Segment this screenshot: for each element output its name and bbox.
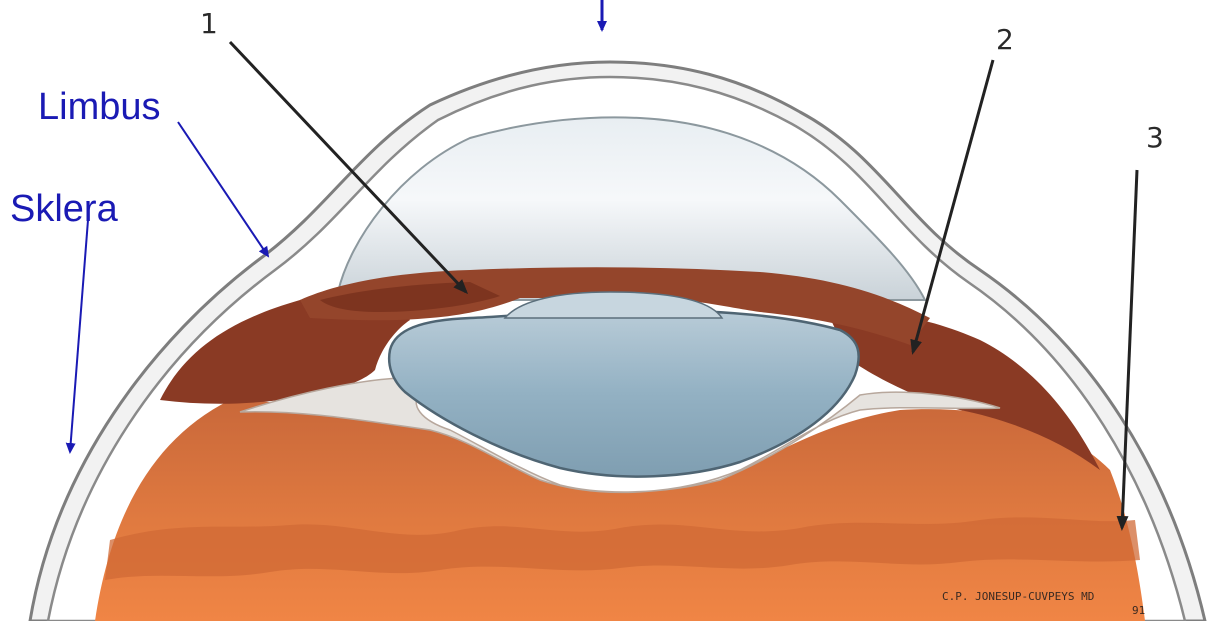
arrow-limbus [178,122,268,256]
label-number-1: 1 [200,10,218,38]
arrow-sklera [70,220,88,452]
label-limbus: Limbus [38,88,161,126]
artist-signature: C.P. JONESUP-CUVPEYS MD [942,590,1094,603]
label-number-3: 3 [1146,124,1164,152]
label-number-2: 2 [996,26,1014,54]
artist-signature-year: 91 [1132,604,1145,617]
label-sklera: Sklera [10,190,118,228]
